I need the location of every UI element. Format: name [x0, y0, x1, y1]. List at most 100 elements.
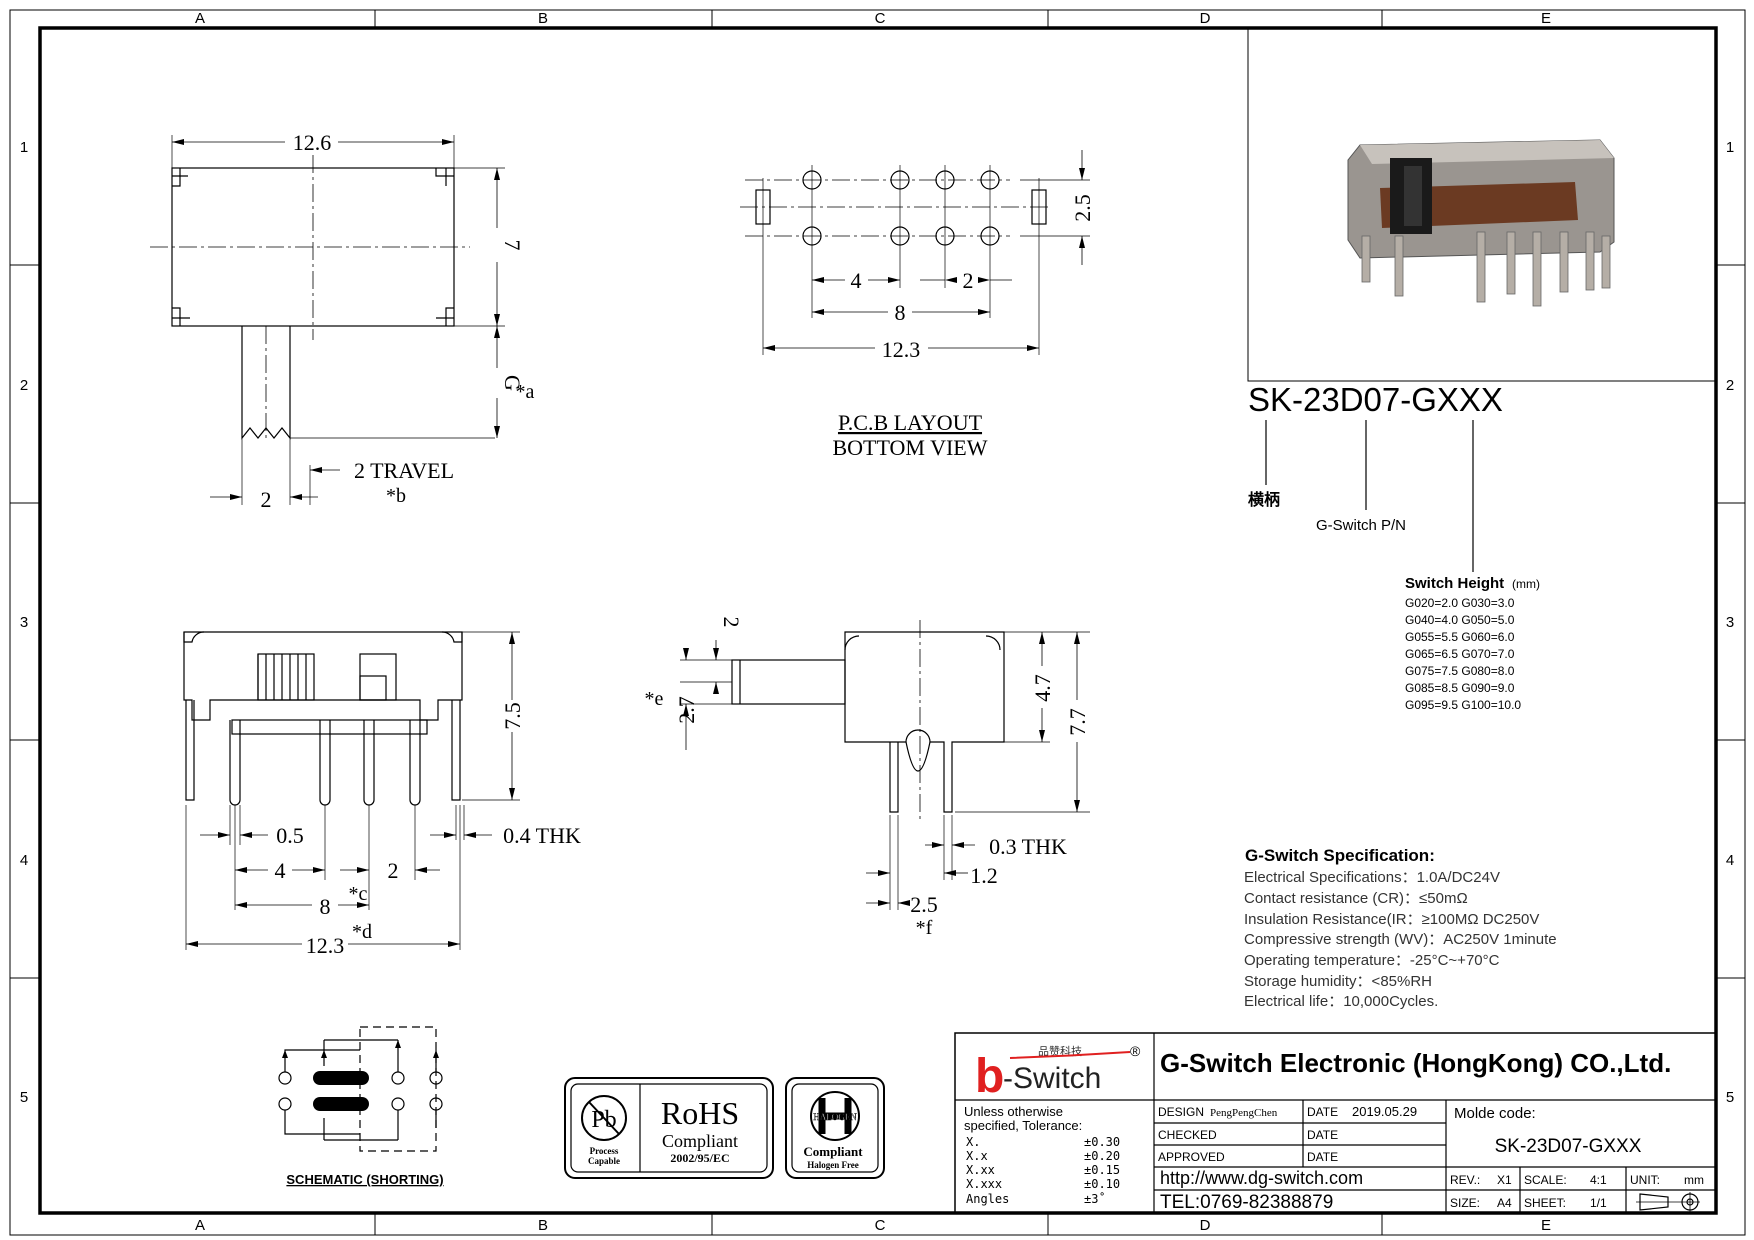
spec-line: Contact resistance (CR)：≤50mΩ — [1244, 890, 1468, 907]
height-row: G085=8.5 G090=9.0 — [1405, 681, 1515, 695]
title-block — [954, 1032, 1717, 1214]
side-lever-dim: 2.7 — [674, 696, 699, 724]
sheet-frame — [9, 9, 1746, 1236]
tolerance-key: X. — [966, 1135, 980, 1149]
side-pin-span-note: *f — [916, 917, 933, 939]
photo-pins — [1361, 231, 1611, 307]
specification-block: G-Switch Specification: Electrical Speci… — [1244, 846, 1557, 1010]
molde-label: Molde code: — [1454, 1105, 1536, 1122]
row-label-4-right: 4 — [1726, 852, 1734, 869]
row-label-2: 2 — [20, 377, 28, 394]
col-label-c-bottom: C — [875, 1217, 886, 1234]
company-logo: b -Switch 品赞科技 ® — [975, 1043, 1141, 1103]
side-lever-note: *e — [645, 688, 664, 710]
tolerance-table: Unless otherwise specified, Tolerance: X… — [964, 1104, 1120, 1206]
halogen-sub2: Halogen Free — [807, 1160, 859, 1170]
top-view-dimensions: 12.6 7 G *a 2 TRAVEL *b 2 — [261, 130, 535, 512]
top-view — [150, 135, 505, 505]
col-label-b: B — [538, 10, 548, 27]
telephone: TEL:0769-82388879 — [1160, 1192, 1333, 1213]
spec-line: Electrical Specifications：1.0A/DC24V — [1244, 869, 1500, 886]
front-span-note: *c — [349, 883, 368, 905]
website-link[interactable]: http://www.dg-switch.com — [1160, 1168, 1363, 1188]
rohs-badge-text: Pb Process Capable RoHS Compliant 2002/9… — [588, 1095, 739, 1166]
side-thk: 0.3 THK — [989, 834, 1067, 859]
company-name: G-Switch Electronic (HongKong) CO.,Ltd. — [1160, 1048, 1671, 1078]
front-thk: 0.4 THK — [503, 823, 581, 848]
side-body-h: 4.7 — [1030, 674, 1055, 702]
dim-travel: 2 TRAVEL — [354, 458, 454, 483]
height-title: Switch Height — [1405, 575, 1504, 592]
row-label-3-right: 3 — [1726, 614, 1734, 631]
height-row: G075=7.5 G080=8.0 — [1405, 664, 1515, 678]
tolerance-value: ±0.20 — [1084, 1149, 1120, 1163]
front-pitch-2: 2 — [388, 858, 399, 883]
pcb-arrows — [763, 168, 1085, 351]
col-label-a: A — [195, 10, 205, 27]
row-label-4: 4 — [20, 852, 28, 869]
molde-code: SK-23D07-GXXX — [1495, 1136, 1642, 1157]
unit-label: UNIT: — [1630, 1173, 1660, 1187]
schematic-diagram — [278, 1026, 443, 1152]
date-label: DATE — [1307, 1105, 1338, 1119]
row-label-3: 3 — [20, 614, 28, 631]
side-view-arrows — [683, 632, 1080, 906]
rev-label: REV.: — [1450, 1173, 1480, 1187]
height-row: G020=2.0 G030=3.0 — [1405, 596, 1515, 610]
front-pin-width: 0.5 — [276, 823, 304, 848]
photo-frame — [1247, 27, 1717, 382]
pcb-pitch-2: 2 — [963, 268, 974, 293]
dim-top-width: 12.6 — [293, 130, 332, 155]
designer-name: PengPengChen — [1210, 1107, 1278, 1119]
halogen-sub1: Compliant — [803, 1144, 863, 1159]
size-label: SIZE: — [1450, 1196, 1480, 1210]
side-lever-offset: 2 — [719, 617, 744, 628]
projection-symbol — [1636, 1192, 1700, 1212]
row-label-5: 5 — [20, 1089, 28, 1106]
height-row: G040=4.0 G050=5.0 — [1405, 613, 1515, 627]
pcb-total: 12.3 — [882, 337, 921, 362]
tolerance-key: X.xxx — [966, 1177, 1002, 1191]
col-label-c: C — [875, 10, 886, 27]
tolerance-value: ±0.30 — [1084, 1135, 1120, 1149]
height-unit: (mm) — [1512, 577, 1540, 591]
tolerance-value: ±0.15 — [1084, 1163, 1120, 1177]
tolerance-title: Unless otherwise — [964, 1104, 1063, 1119]
tolerance-key: X.x — [966, 1149, 988, 1163]
tolerance-value: ±0.10 — [1084, 1177, 1120, 1191]
side-view-dimensions: 2 *e 2.7 4.7 7.7 0.3 THK 1.2 2.5 *f — [645, 617, 1090, 940]
unit-value: mm — [1684, 1173, 1704, 1187]
row-label-5-right: 5 — [1726, 1089, 1734, 1106]
part-number-code: SK-23D07-GXXX — [1248, 381, 1503, 418]
approved-date-label: DATE — [1307, 1150, 1338, 1164]
front-span-8: 8 — [320, 894, 331, 919]
side-pin-span: 2.5 — [910, 892, 938, 917]
col-label-b-bottom: B — [538, 1217, 548, 1234]
pb-sub1: Process — [590, 1146, 619, 1156]
pb-sub2: Capable — [588, 1156, 620, 1166]
part-number-block: SK-23D07-GXXX 横柄 G-Switch P/N Switch Hei… — [1248, 381, 1540, 712]
dim-g: G — [500, 375, 525, 391]
pcb-row-gap: 2.5 — [1070, 194, 1095, 222]
rohs-sub1: Compliant — [662, 1131, 738, 1151]
schematic-shorting-bars — [282, 1040, 439, 1111]
pcb-layout — [740, 150, 1090, 355]
front-height: 7.5 — [500, 702, 525, 730]
dim-lever-width: 2 — [261, 487, 272, 512]
rohs-badge — [564, 1077, 774, 1179]
size-value: A4 — [1497, 1196, 1512, 1210]
col-label-d-bottom: D — [1200, 1217, 1211, 1234]
pn-label: G-Switch P/N — [1316, 517, 1406, 534]
side-total-h: 7.7 — [1065, 708, 1090, 736]
spec-line: Operating temperature：-25°C~+70°C — [1244, 952, 1500, 969]
spec-line: Electrical life：10,000Cycles. — [1244, 993, 1438, 1010]
design-label: DESIGN — [1158, 1105, 1204, 1119]
dim-travel-note: *b — [386, 485, 406, 507]
tolerance-value: ±3˚ — [1084, 1191, 1106, 1206]
col-label-e-bottom: E — [1541, 1217, 1551, 1234]
scale-value: 4:1 — [1590, 1173, 1607, 1187]
approved-label: APPROVED — [1158, 1150, 1225, 1164]
logo-b: b — [975, 1050, 1004, 1103]
registered-mark: ® — [1130, 1043, 1141, 1059]
